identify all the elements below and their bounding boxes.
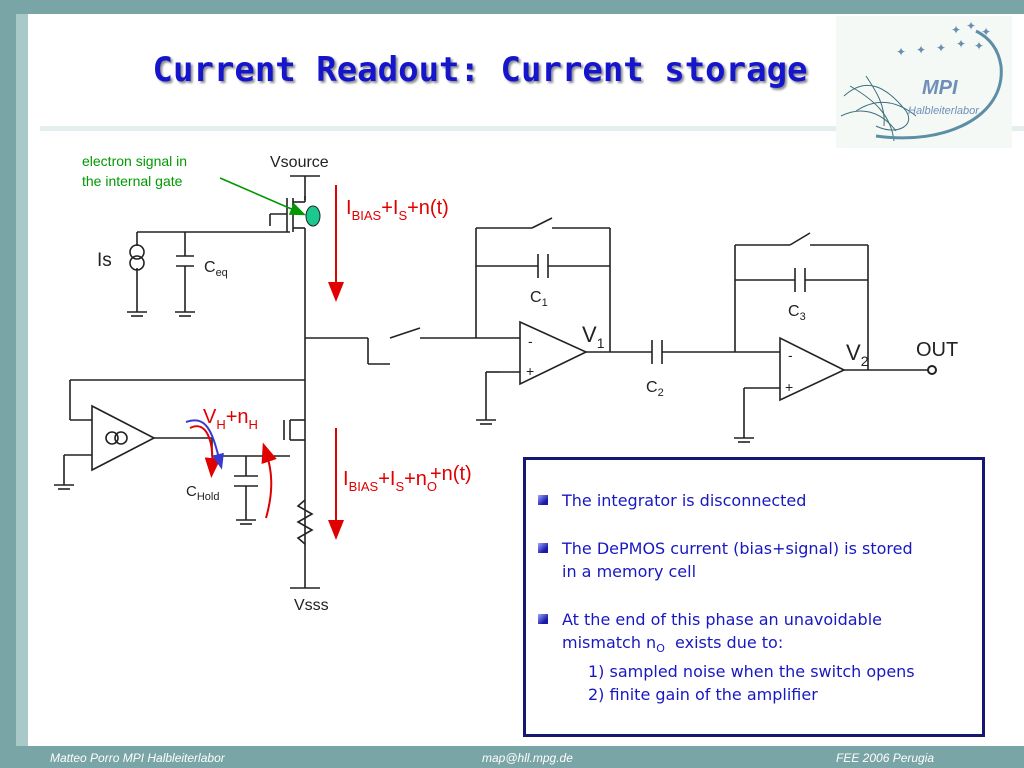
svg-text:✦: ✦: [956, 37, 966, 51]
bullet-1-text: The integrator is disconnected: [562, 491, 807, 510]
vh-label: VH+nH: [203, 406, 258, 432]
ibias-bottom-noise: +n(t): [430, 463, 472, 485]
footer: Matteo Porro MPI Halbleiterlabor map@hll…: [0, 746, 1024, 768]
logo-name: MPI: [922, 77, 958, 99]
svg-text:✦: ✦: [981, 25, 991, 39]
bullet-2-line1: The DePMOS current (bias+signal) is stor…: [562, 539, 913, 558]
svg-text:✦: ✦: [896, 45, 906, 59]
ibias-top-label: IBIAS+IS+n(t): [346, 197, 449, 223]
bullet-3-line2: mismatch nO exists due to:: [562, 633, 784, 656]
bullet-icon: [538, 495, 548, 505]
bullet-icon: [538, 614, 548, 624]
svg-text:✦: ✦: [936, 41, 946, 55]
bullet-3-item2: 2) finite gain of the amplifier: [588, 685, 818, 705]
slide-title: Current Readout: Current storage: [152, 50, 808, 90]
c2-label: C2: [646, 379, 664, 399]
footer-email: map@hll.mpg.de: [482, 751, 573, 765]
opamp1-plus: +: [526, 363, 534, 379]
ceq-label: Ceq: [204, 259, 228, 279]
opamp2-minus: -: [788, 347, 793, 363]
chold-label: CHold: [186, 483, 219, 503]
bullet-3-line1: At the end of this phase an unavoidable: [562, 610, 882, 629]
svg-text:✦: ✦: [966, 19, 976, 33]
annotation-line2: the internal gate: [82, 173, 183, 189]
explanation-box: The integrator is disconnected The DePMO…: [523, 457, 985, 737]
annotation-line1: electron signal in: [82, 153, 187, 169]
top-frame: [0, 0, 1024, 14]
svg-text:✦: ✦: [951, 23, 961, 37]
footer-author: Matteo Porro MPI Halbleiterlabor: [50, 751, 225, 765]
left-frame-inner: [16, 14, 28, 746]
bullet-2-line2: in a memory cell: [562, 562, 697, 581]
v2-label: V2: [846, 340, 869, 369]
is-label: Is: [97, 250, 112, 271]
opamp1-minus: -: [528, 333, 533, 349]
vsss-label: Vsss: [294, 597, 329, 614]
left-frame: [0, 0, 16, 768]
bullet-3-item1: 1) sampled noise when the switch opens: [588, 662, 915, 682]
bullet-icon: [538, 543, 548, 553]
vsource-label: Vsource: [270, 154, 329, 171]
svg-text:✦: ✦: [974, 39, 984, 53]
ibias-bottom-label: IBIAS+IS+nO: [343, 468, 437, 494]
v1-label: V1: [582, 322, 605, 351]
logo-subtitle: Halbleiterlabor: [908, 105, 980, 117]
circuit-diagram: electron signal in the internal gate Vso…: [54, 153, 958, 614]
svg-text:✦: ✦: [916, 43, 926, 57]
out-label: OUT: [916, 339, 958, 361]
c3-label: C3: [788, 303, 806, 323]
title-divider: [40, 126, 1024, 131]
footer-event: FEE 2006 Perugia: [836, 751, 935, 765]
c1-label: C1: [530, 289, 548, 309]
opamp2-plus: +: [785, 379, 793, 395]
mpi-logo: ✦✦✦ ✦✦✦ ✦✦ MPI Halbleiterlabor: [836, 16, 1012, 148]
